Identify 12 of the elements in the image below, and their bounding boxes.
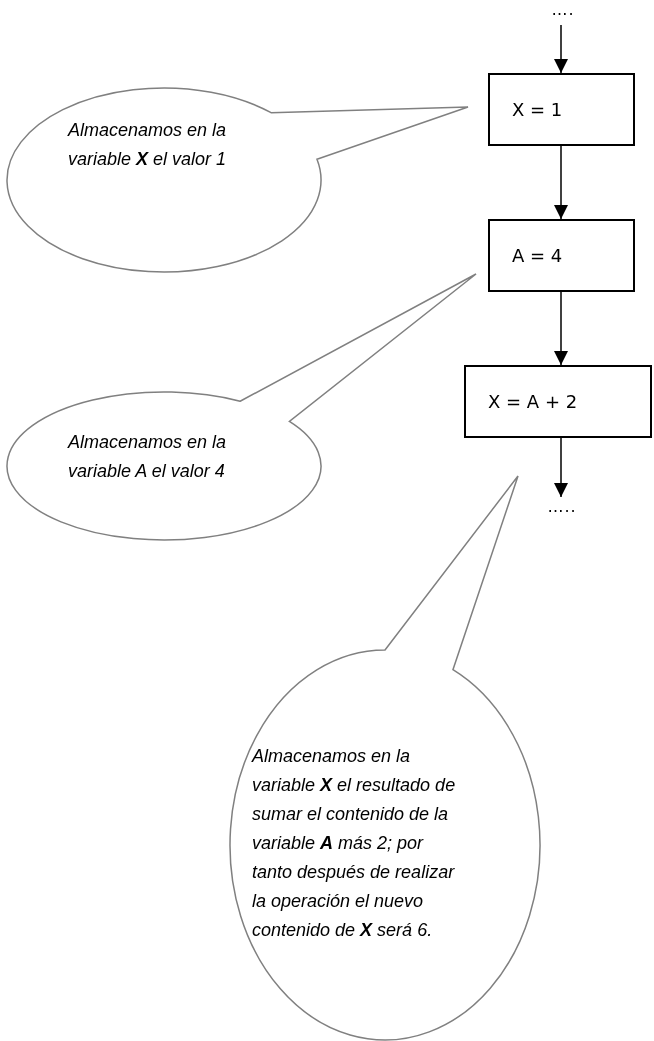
arrow [554, 437, 568, 498]
ellipsis-text: …. [551, 0, 575, 19]
arrow [554, 145, 568, 220]
callout-text: Almacenamos en la variable A el valor 4 [68, 431, 228, 483]
arrow [554, 24, 568, 74]
process-box: X = A + 2 [464, 365, 652, 438]
callout-text: Almacenamos en la variable X el valor 1 [68, 119, 228, 171]
ellipsis-text: ….. [547, 497, 577, 516]
process-box: X = 1 [488, 73, 635, 146]
callout-text: Almacenamos en la variable X el resultado de sumar el contenido de la variable A más 2; por tanto después de realizar la operación el nuevo contenido de X será 6. [252, 745, 457, 942]
process-box: A = 4 [488, 219, 635, 292]
arrow [554, 291, 568, 366]
